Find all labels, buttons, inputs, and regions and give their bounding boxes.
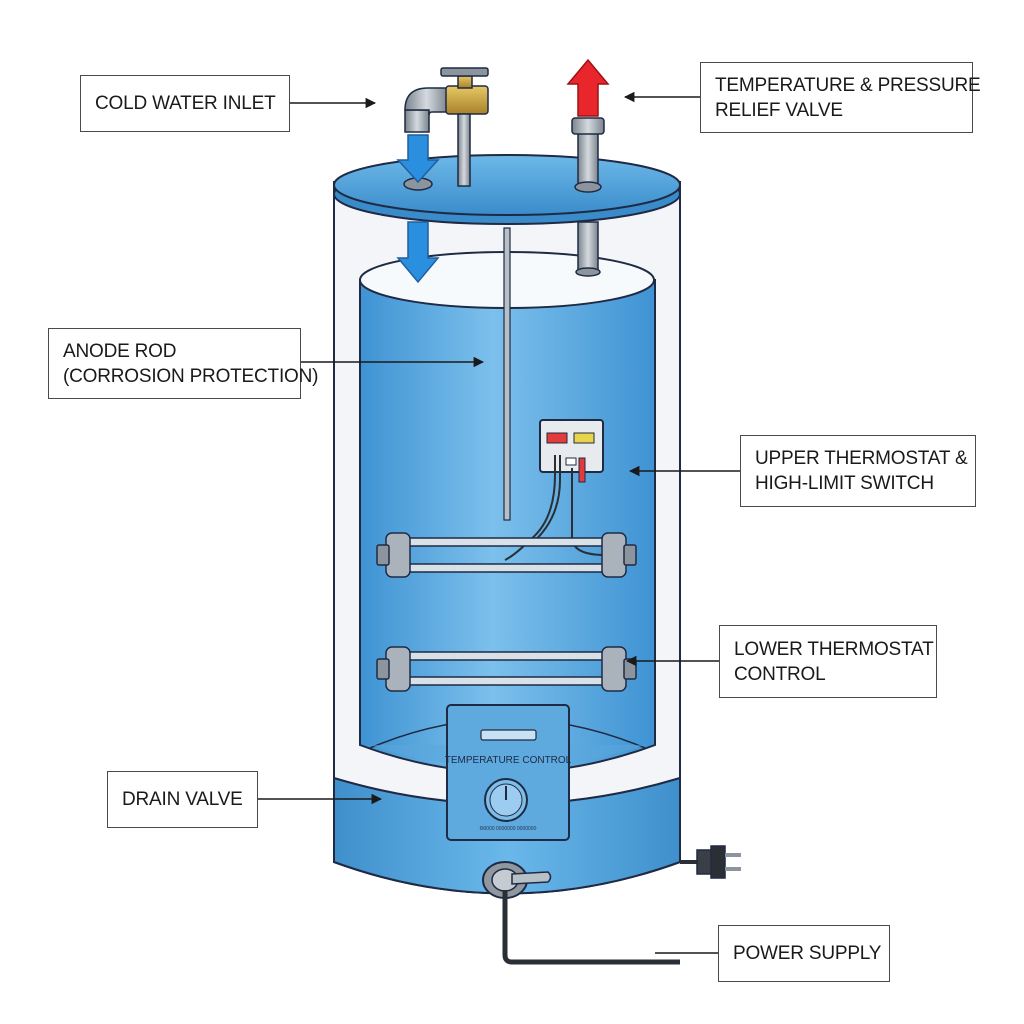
lower-thermostat-text-line2: CONTROL — [734, 663, 826, 685]
anode-rod-text-line2: (CORROSION PROTECTION) — [63, 365, 319, 387]
panel-subtitle: Ѳ0000 0000000 0000000 — [480, 826, 537, 832]
upper-thermostat-text-line1: UPPER THERMOSTAT & — [755, 448, 968, 469]
anode-rod-text-line1: ANODE ROD — [63, 340, 177, 362]
upper-heating-element — [376, 532, 637, 578]
tp-relief-valve-label: TEMPERATURE & PRESSURE RELIEF VALVE — [700, 62, 981, 133]
drain-valve — [482, 861, 680, 965]
tp-relief-valve — [571, 117, 605, 277]
tp-relief-valve-text-line2: RELIEF VALVE — [715, 99, 843, 121]
cold-inlet-assembly — [403, 67, 489, 191]
panel-title: TEMPERATURE CONTROL — [445, 755, 572, 766]
drain-valve-text: DRAIN VALVE — [122, 789, 243, 810]
temperature-control-panel: TEMPERATURE CONTROL Ѳ0000 0000000 000000… — [445, 704, 572, 841]
dial-icon — [484, 778, 528, 822]
arrow-up-icon — [566, 58, 610, 117]
cold-water-inlet-label: COLD WATER INLET — [80, 75, 290, 132]
cold-water-inlet-text: COLD WATER INLET — [95, 93, 276, 114]
upper-thermostat-label: UPPER THERMOSTAT & HIGH-LIMIT SWITCH — [740, 435, 976, 507]
leader-lines — [258, 91, 740, 954]
tp-relief-valve-text-line1: TEMPERATURE & PRESSURE — [715, 74, 981, 96]
anode-rod-label: ANODE ROD (CORROSION PROTECTION) — [48, 328, 319, 399]
arrow-down-icon — [396, 134, 440, 284]
top-lid — [333, 154, 681, 225]
lower-heating-element — [376, 646, 637, 692]
lower-thermostat-label: LOWER THERMOSTAT CONTROL — [719, 625, 937, 698]
power-plug-icon — [680, 845, 741, 879]
upper-thermostat-text-line2: HIGH-LIMIT SWITCH — [755, 473, 934, 494]
power-supply-label: POWER SUPPLY — [718, 925, 890, 982]
power-supply-text: POWER SUPPLY — [733, 943, 882, 964]
lower-thermostat-text-line1: LOWER THERMOSTAT — [734, 638, 934, 660]
anode-rod — [503, 227, 511, 521]
drain-valve-label: DRAIN VALVE — [107, 771, 258, 828]
